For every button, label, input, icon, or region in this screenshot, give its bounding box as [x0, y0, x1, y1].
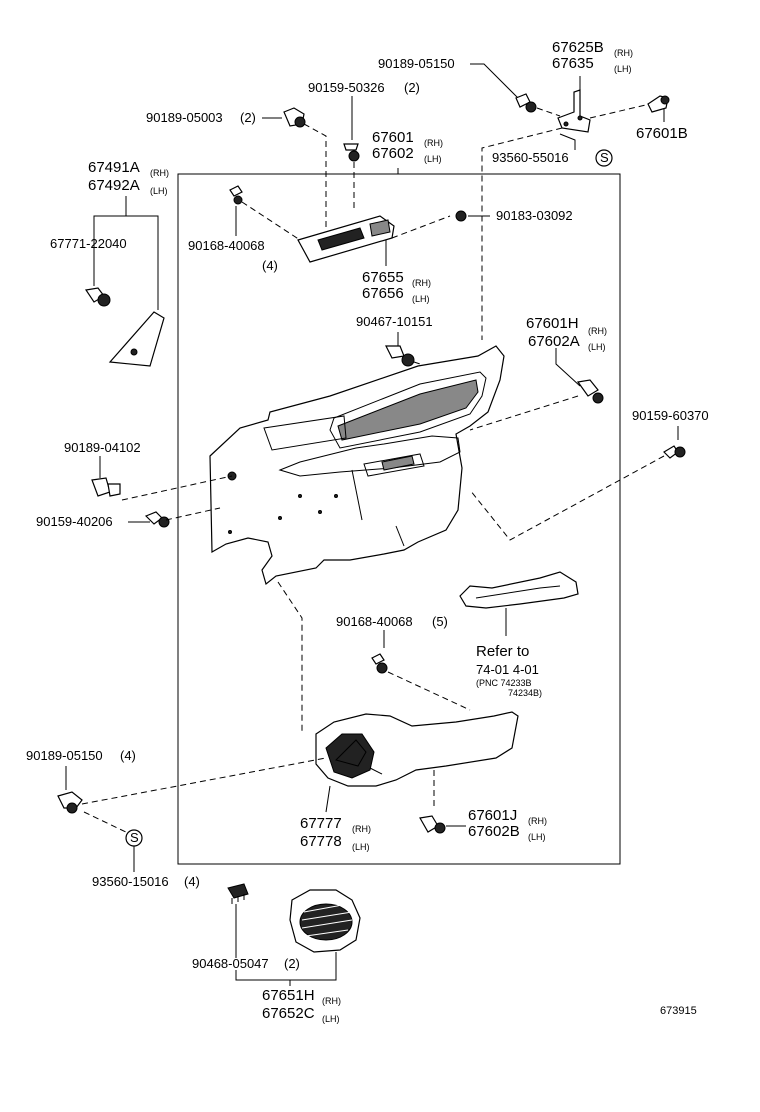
label-67602B-lh: (LH) [528, 832, 546, 842]
label-67601J: 67601J [468, 807, 517, 824]
screw-90168-40068-top [229, 185, 243, 205]
s-mark-circle-top [595, 149, 613, 167]
label-67777-rh: (RH) [352, 824, 371, 834]
label-67778-lh: (LH) [352, 842, 370, 852]
label-67771-22040: 67771-22040 [50, 236, 127, 251]
label-67601-rh: (RH) [424, 138, 443, 148]
label-67601B: 67601B [636, 125, 688, 142]
label-refer-to: Refer to [476, 643, 529, 660]
label-67635-lh: (LH) [614, 64, 632, 74]
label-90468-05047-qty: (2) [284, 956, 300, 971]
label-67602B: 67602B [468, 823, 520, 840]
label-90189-04102: 90189-04102 [64, 440, 141, 455]
assembly-frame [177, 168, 621, 865]
label-67652C: 67652C [262, 1005, 315, 1022]
armrest-67777 [315, 711, 519, 787]
label-67651H: 67651H [262, 987, 315, 1004]
label-67651H-rh: (RH) [322, 996, 341, 1006]
clip-67601B [647, 95, 670, 113]
label-67778: 67778 [300, 833, 342, 850]
label-67635: 67635 [552, 55, 594, 72]
label-67601J-rh: (RH) [528, 816, 547, 826]
label-90183-03092: 90183-03092 [496, 208, 573, 223]
label-90168-40068-mid: 90168-40068 [336, 614, 413, 629]
label-93560-55016: 93560-55016 [492, 150, 569, 165]
label-67602-lh: (LH) [424, 154, 442, 164]
label-refer-section: 74-01 4-01 [476, 662, 539, 677]
leader-67601H [555, 348, 581, 387]
label-67656-lh: (LH) [412, 294, 430, 304]
figure-number: 673915 [660, 1005, 697, 1017]
bracket-67625B [557, 89, 591, 133]
clip-90189-05150-low [57, 791, 83, 814]
label-90189-05003: 90189-05003 [146, 110, 223, 125]
label-67492A: 67492A [88, 177, 140, 194]
clip-90467-10151 [385, 345, 415, 367]
label-90168-40068-top-qty: (4) [262, 258, 278, 273]
label-90189-05003-qty: (2) [240, 110, 256, 125]
label-67602A-lh: (LH) [588, 342, 606, 352]
leader-67777 [325, 785, 331, 813]
screw-90159-50326 [343, 143, 360, 162]
leader-93560-55016 [559, 133, 576, 150]
label-67652C-lh: (LH) [322, 1014, 340, 1024]
s-mark-top: S [600, 150, 609, 165]
clip-90189-05003 [283, 107, 306, 128]
label-67602: 67602 [372, 145, 414, 162]
label-refer-pnc-2: 74234B) [508, 688, 542, 698]
label-90159-60370: 90159-60370 [632, 408, 709, 423]
label-67625B: 67625B [552, 39, 604, 56]
clip-67601H [576, 379, 604, 404]
label-90159-40206: 90159-40206 [36, 514, 113, 529]
label-90467-10151: 90467-10151 [356, 314, 433, 329]
label-67491A: 67491A [88, 159, 140, 176]
label-90168-40068-mid-qty: (5) [432, 614, 448, 629]
trim-piece-67491A [108, 311, 165, 367]
label-93560-15016-qty: (4) [184, 874, 200, 889]
screw-90159-40206 [144, 511, 170, 528]
label-90159-50326: 90159-50326 [308, 80, 385, 95]
handle-bezel-67655 [297, 215, 395, 263]
door-trim-panel [209, 345, 505, 586]
assist-grip [459, 571, 579, 609]
label-67625B-rh: (RH) [614, 48, 633, 58]
label-67601H-rh: (RH) [588, 326, 607, 336]
label-67777: 67777 [300, 815, 342, 832]
screw-90168-40068-mid [371, 653, 388, 674]
leader-67491A [93, 196, 127, 286]
label-67601H: 67601H [526, 315, 579, 332]
clip-67601J [419, 815, 446, 834]
clip-67771-22040 [84, 287, 111, 307]
clip-90189-05150-top [515, 93, 537, 113]
speaker-grille-67651H [289, 889, 361, 953]
label-67491A-rh: (RH) [150, 168, 169, 178]
label-67655-rh: (RH) [412, 278, 431, 288]
label-67656: 67656 [362, 285, 404, 302]
label-90189-05150-low-qty: (4) [120, 748, 136, 763]
leader-90189-05150-top [470, 63, 521, 101]
label-90189-05150-low: 90189-05150 [26, 748, 103, 763]
nut-90183-03092 [455, 210, 467, 222]
clip-90468-05047 [227, 883, 249, 904]
label-67655: 67655 [362, 269, 404, 286]
label-90468-05047: 90468-05047 [192, 956, 269, 971]
label-67601: 67601 [372, 129, 414, 146]
label-refer-pnc-1: (PNC 74233B [476, 678, 532, 688]
label-67602A: 67602A [528, 333, 580, 350]
label-90168-40068-top: 90168-40068 [188, 238, 265, 253]
screw-90159-60370 [663, 445, 686, 459]
label-67492A-lh: (LH) [150, 186, 168, 196]
label-93560-15016: 93560-15016 [92, 874, 169, 889]
label-90159-50326-qty: (2) [404, 80, 420, 95]
clip-90189-04102 [91, 477, 121, 497]
label-90189-05150-top: 90189-05150 [378, 56, 455, 71]
leader-67651H [235, 952, 337, 981]
s-mark-low: S [130, 830, 139, 845]
